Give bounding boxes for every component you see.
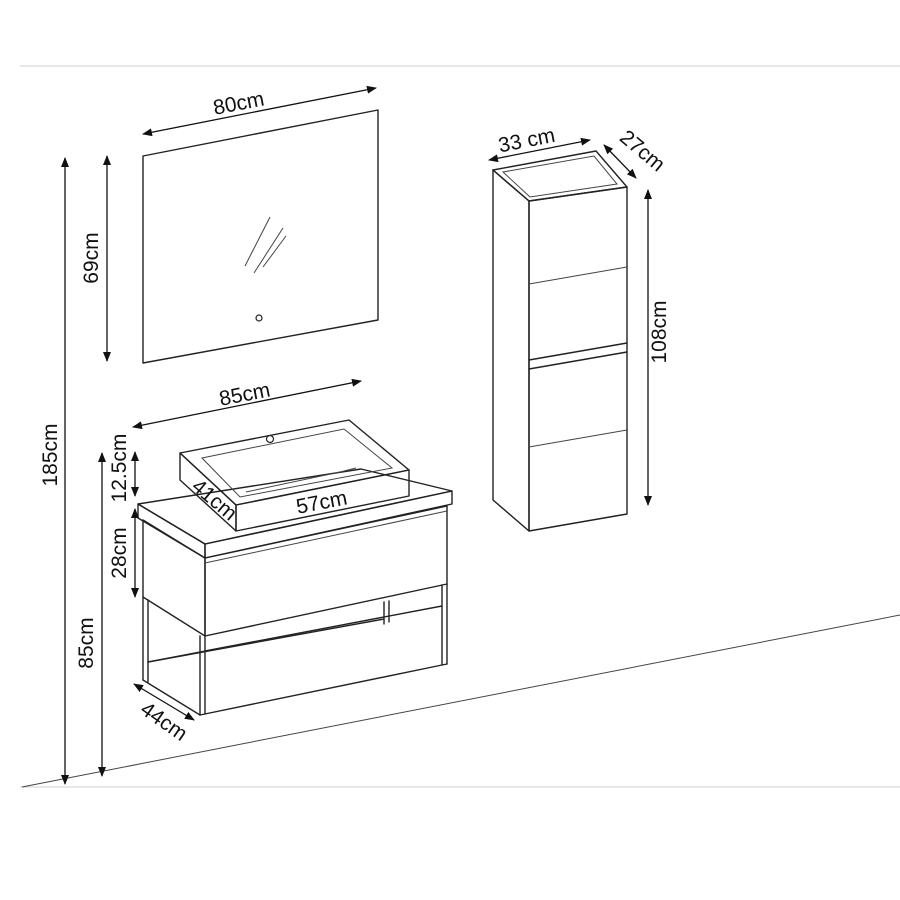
label-mirror-height: 69cm: [80, 232, 103, 283]
label-drawer-height: 28cm: [108, 527, 131, 578]
label-basin-height: 12.5cm: [108, 434, 131, 503]
tall-column-cabinet: [492, 150, 628, 532]
column-door-gap-bottom: [528, 351, 628, 370]
basin-bowl-shadow: [245, 467, 357, 493]
mirror: [142, 109, 379, 364]
basin-tap-hole-icon: [265, 434, 275, 444]
label-counter-width: 85cm: [217, 378, 272, 410]
dim-line-column-depth: [603, 144, 637, 179]
basin-side: [179, 452, 237, 532]
vessel-basin: [179, 419, 410, 532]
label-column-height: 108cm: [648, 300, 671, 363]
dim-line-cabinet-depth: [133, 683, 195, 721]
drawer-front: [204, 505, 448, 637]
countertop-side: [137, 503, 206, 559]
column-side: [492, 169, 530, 532]
floor-wall-edge: [21, 614, 900, 788]
column-top: [492, 150, 628, 202]
dim-line-mirror-width: [142, 85, 377, 137]
label-basin-depth: 41cm: [187, 475, 241, 526]
column-front: [528, 186, 628, 532]
mirror-reflection-line-3: [262, 235, 287, 268]
drawer-top-gap: [204, 510, 448, 564]
frame-shelf-front: [204, 605, 443, 652]
mirror-reflection-line-2: [253, 227, 284, 274]
dimension-labels: 80cm 69cm 185cm 85cm 12.5cm 41cm 57cm 28…: [39, 87, 671, 745]
mirror-reflection-line-1: [244, 216, 271, 267]
dim-line-column-width: [488, 137, 591, 163]
column-door-gap-top: [528, 342, 628, 361]
label-floor-to-counter: 85cm: [75, 617, 98, 668]
label-mirror-width: 80cm: [211, 87, 266, 119]
mirror-touch-sensor-icon: [255, 314, 263, 322]
basin-bowl-inner: [201, 428, 394, 498]
drawer-side: [142, 519, 206, 637]
dimension-lines: [61, 85, 652, 785]
vanity-cabinet: [137, 468, 453, 716]
frame-bottom-front: [199, 663, 448, 716]
frame-shelf-side: [147, 650, 206, 663]
dim-line-counter-width: [132, 378, 362, 430]
column-panel-line-1: [528, 266, 628, 285]
label-column-depth: 27cm: [615, 126, 669, 177]
label-total-height: 185cm: [39, 423, 62, 486]
column-panel-line-2: [528, 429, 628, 448]
